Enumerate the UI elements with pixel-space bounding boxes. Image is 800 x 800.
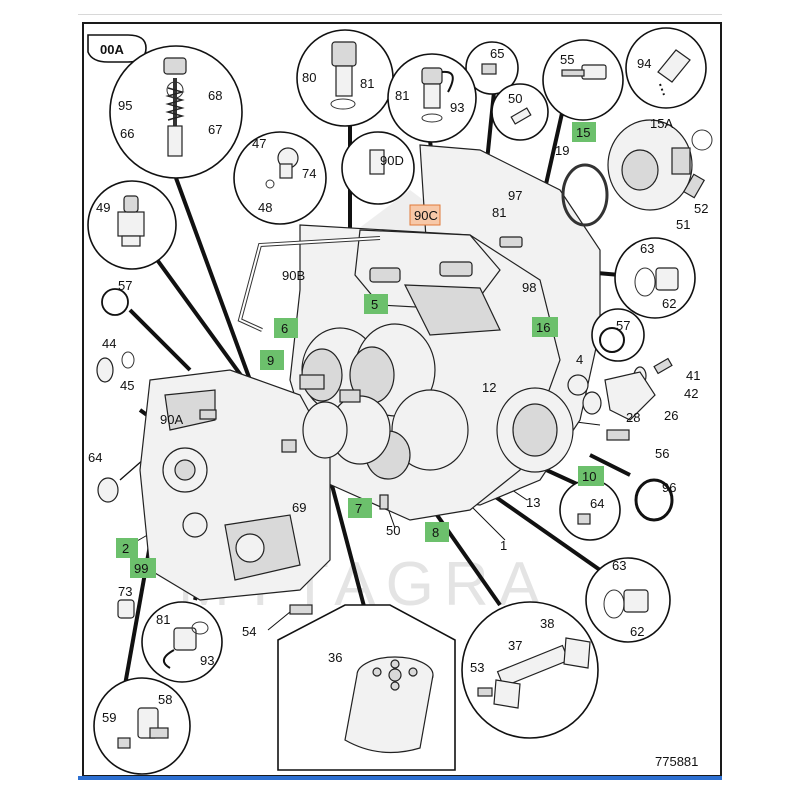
label-69: 69: [292, 500, 306, 515]
label-90B: 90B: [282, 268, 305, 283]
label-49: 49: [96, 200, 110, 215]
label-65: 65: [490, 46, 504, 61]
loose-parts: [96, 119, 713, 619]
highlight-5: 5: [371, 297, 378, 312]
label-50a: 50: [508, 91, 522, 106]
label-55: 55: [560, 52, 574, 67]
label-96: 96: [662, 480, 676, 495]
label-48: 48: [258, 200, 272, 215]
part-labels: 95 68 67 66 80 81 65 81 93 50 55 94 15A …: [88, 46, 708, 769]
highlight-9: 9: [267, 353, 274, 368]
label-15A: 15A: [650, 116, 673, 131]
label-41: 41: [686, 368, 700, 383]
main-transmission-assembly: [139, 144, 601, 615]
label-19: 19: [555, 143, 569, 158]
bottom-scroll-bar: [78, 776, 722, 780]
highlight-6: 6: [281, 321, 288, 336]
label-53: 53: [470, 660, 484, 675]
label-98: 98: [522, 280, 536, 295]
label-47: 47: [252, 136, 266, 151]
label-42: 42: [684, 386, 698, 401]
label-81b: 81: [395, 88, 409, 103]
highlight-8: 8: [432, 525, 439, 540]
label-93b: 93: [200, 653, 214, 668]
figure-number: 775881: [655, 754, 698, 769]
highlight-7: 7: [355, 501, 362, 516]
label-12: 12: [482, 380, 496, 395]
label-50b: 50: [386, 523, 400, 538]
label-51: 51: [676, 217, 690, 232]
label-36: 36: [328, 650, 342, 665]
callout-bolt-55: [542, 39, 624, 121]
label-81a: 81: [360, 76, 374, 91]
label-90A: 90A: [160, 412, 183, 427]
label-93a: 93: [450, 100, 464, 115]
label-59: 59: [102, 710, 116, 725]
label-81d: 81: [156, 612, 170, 627]
label-62b: 62: [630, 624, 644, 639]
label-63a: 63: [640, 241, 654, 256]
label-97: 97: [508, 188, 522, 203]
highlight-99: 99: [134, 561, 148, 576]
label-1: 1: [500, 538, 507, 553]
highlight-10: 10: [582, 469, 596, 484]
label-68: 68: [208, 88, 222, 103]
highlight-2: 2: [122, 541, 129, 556]
label-90C: 90C: [414, 208, 438, 223]
highlighted-labels: 90C 15 5 6 9 16 10 7 8 2 99: [116, 122, 604, 578]
label-45: 45: [120, 378, 134, 393]
top-rule: [78, 14, 722, 15]
label-80: 80: [302, 70, 316, 85]
label-74: 74: [302, 166, 316, 181]
label-4: 4: [576, 352, 583, 367]
label-62a: 62: [662, 296, 676, 311]
label-94: 94: [637, 56, 651, 71]
label-64b: 64: [590, 496, 604, 511]
label-44: 44: [102, 336, 116, 351]
callout-ring-57-right: [591, 308, 645, 362]
label-37: 37: [508, 638, 522, 653]
label-57b: 57: [616, 318, 630, 333]
label-66: 66: [120, 126, 134, 141]
highlight-15: 15: [576, 125, 590, 140]
highlight-16: 16: [536, 320, 550, 335]
label-63b: 63: [612, 558, 626, 573]
label-52: 52: [694, 201, 708, 216]
label-54: 54: [242, 624, 256, 639]
label-28: 28: [626, 410, 640, 425]
label-26: 26: [664, 408, 678, 423]
label-58: 58: [158, 692, 172, 707]
label-57a: 57: [118, 278, 132, 293]
label-90D: 90D: [380, 153, 404, 168]
label-67: 67: [208, 122, 222, 137]
label-56: 56: [655, 446, 669, 461]
label-95: 95: [118, 98, 132, 113]
callout-circles: [87, 27, 707, 775]
header-label: 00A: [100, 42, 124, 57]
label-13: 13: [526, 495, 540, 510]
label-64a: 64: [88, 450, 102, 465]
label-38: 38: [540, 616, 554, 631]
label-73: 73: [118, 584, 132, 599]
label-81c: 81: [492, 205, 506, 220]
